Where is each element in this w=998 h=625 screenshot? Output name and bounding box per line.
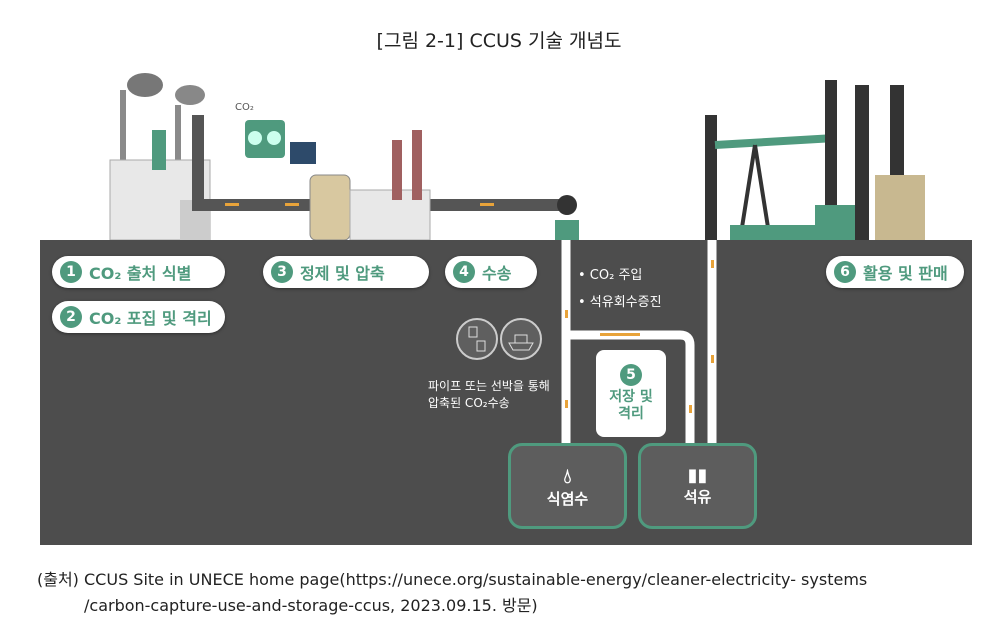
step-5-storage: 5 저장 및 격리	[596, 350, 666, 437]
source-caption-line1: (출처) CCUS Site in UNECE home page(https:…	[37, 570, 868, 589]
step-number: 4	[453, 261, 475, 283]
source-caption-line2: /carbon-capture-use-and-storage-ccus, 20…	[84, 596, 538, 615]
step-3-purification: 3 정제 및 압축	[263, 256, 429, 288]
injection-bullets: • CO₂ 주입 • 석유회수증진	[578, 262, 662, 316]
oil-bottles-icon: ▮▮	[687, 465, 708, 486]
step-label: 활용 및 판매	[863, 264, 948, 283]
injection-pipes	[561, 240, 717, 445]
water-drop-icon: 💧︎	[563, 463, 572, 488]
refinery	[815, 80, 925, 240]
storage-label: 석유	[683, 488, 712, 506]
step-number: 1	[60, 261, 82, 283]
transport-note: 파이프 또는 선박을 통해 압축된 CO₂수송	[428, 378, 550, 412]
step-1-co2-source: 1 CO₂ 출처 식별	[52, 256, 225, 288]
pipe-icon	[456, 318, 498, 360]
solar-panel	[290, 142, 316, 164]
step-6-utilization: 6 활용 및 판매	[826, 256, 964, 288]
step-number: 6	[834, 261, 856, 283]
pump-jack	[705, 115, 836, 245]
storage-saline-water: 💧︎ 식염수	[508, 443, 627, 529]
bullet-co2-injection: • CO₂ 주입	[578, 268, 643, 283]
step-number: 5	[620, 364, 642, 386]
figure-title: [그림 2-1] CCUS 기술 개념도	[376, 30, 622, 52]
transport-icons	[456, 318, 542, 360]
step-label: 정제 및 압축	[300, 264, 385, 283]
bullet-enhanced-oil-recovery: • 석유회수증진	[578, 295, 662, 310]
step-label: 수송	[482, 264, 512, 283]
step-number: 2	[60, 306, 82, 328]
ccus-illustration: CO₂	[109, 73, 925, 245]
storage-oil: ▮▮ 석유	[638, 443, 757, 529]
step-label: CO₂ 포집 및 격리	[89, 309, 212, 328]
transport-note-line: 압축된 CO₂수송	[428, 396, 510, 410]
step-4-transport: 4 수송	[445, 256, 537, 288]
step-2-capture: 2 CO₂ 포집 및 격리	[52, 301, 225, 333]
transport-note-line: 파이프 또는 선박을 통해	[428, 379, 550, 393]
storage-label: 식염수	[546, 489, 589, 508]
ccus-process-panel	[40, 240, 972, 545]
compressor-valve	[557, 195, 577, 215]
step-number: 3	[271, 261, 293, 283]
co2-bubble: CO₂	[235, 102, 254, 113]
step-label: 저장 및	[609, 389, 653, 405]
step-label: CO₂ 출처 식별	[89, 264, 192, 283]
co2-pipeline	[192, 115, 560, 211]
ship-icon	[500, 318, 542, 360]
step-label: 격리	[618, 406, 644, 422]
purification-plant	[309, 130, 431, 241]
